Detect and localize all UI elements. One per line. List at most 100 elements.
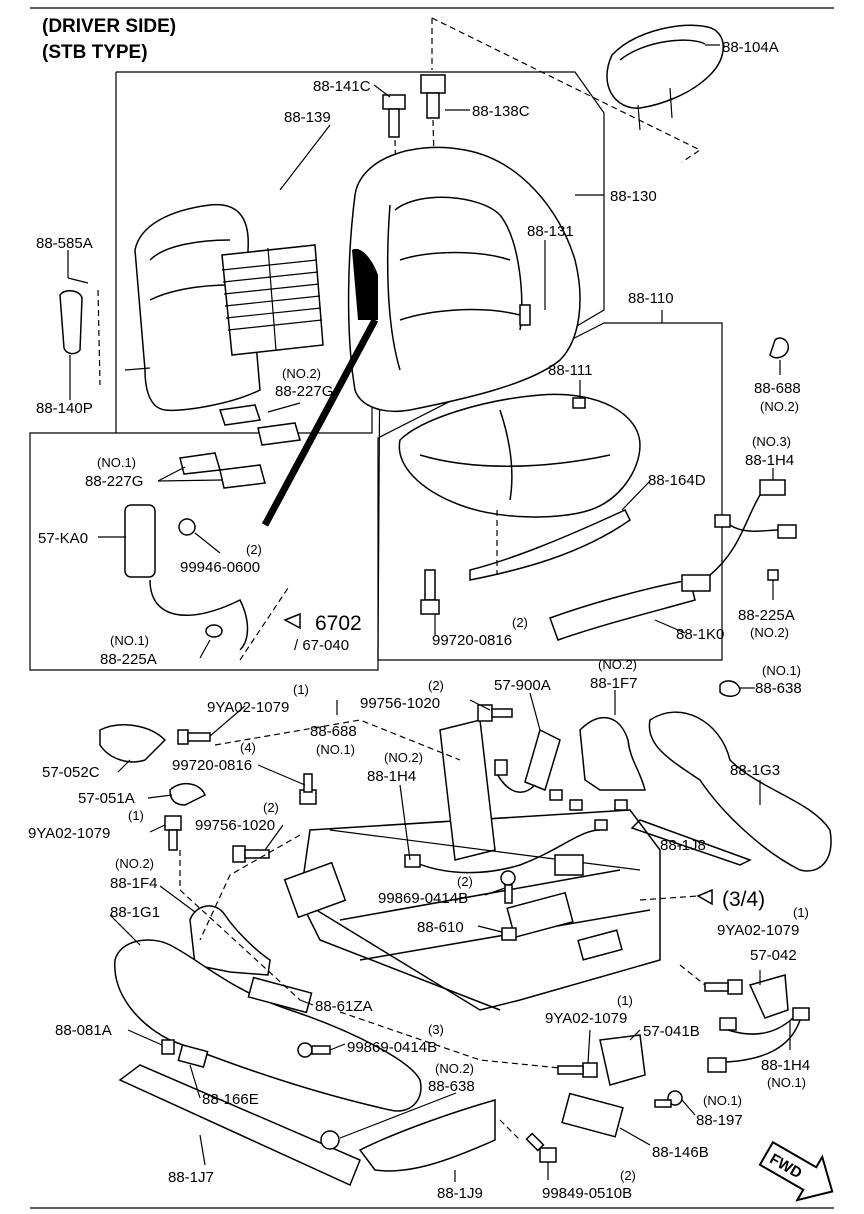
bolt-99756-a: [477, 704, 513, 722]
switch-146b: [561, 1092, 624, 1138]
qty-99756-a: (2): [428, 678, 444, 693]
knob-166e: [177, 1043, 209, 1069]
qualifier-88-1f7: (NO.2): [598, 657, 637, 672]
recliner-knob-140p: [59, 290, 83, 355]
headrest: [606, 24, 724, 131]
diagram-title-type: (STB TYPE): [42, 42, 148, 63]
clip-638-no1: [719, 680, 741, 697]
qty-99869-b: (3): [428, 1022, 444, 1037]
label-57-051a: 57-051A: [78, 790, 135, 807]
part-labels: 88-104A 88-141C 88-138C 88-139 88-130 88…: [28, 39, 810, 1202]
qualifier-88-227g-no2: (NO.2): [282, 366, 321, 381]
label-88-140p: 88-140P: [36, 400, 93, 417]
forward-arrow: FWD: [758, 1140, 834, 1202]
qualifier-88-688-no2: (NO.2): [760, 399, 799, 414]
label-88-1g3: 88-1G3: [730, 762, 780, 779]
qualifier-88-225a-no2: (NO.2): [750, 625, 789, 640]
pad-227g-no2-b: [257, 422, 301, 446]
qty-9ya02-c: (1): [793, 905, 809, 920]
label-99756-1020-b: 99756-1020: [195, 817, 275, 834]
qualifier-88-638-no1: (NO.1): [762, 663, 801, 678]
label-88-227g-no2: 88-227G: [275, 383, 333, 400]
qty-9ya02-b: (1): [128, 808, 144, 823]
label-99849-0510b: 99849-0510B: [542, 1185, 632, 1202]
qualifier-88-688-no1: (NO.1): [316, 742, 355, 757]
label-88-227g-no1: 88-227G: [85, 473, 143, 490]
pad-227g-no2-a: [219, 404, 261, 426]
ref-arrow-3-4: [696, 888, 713, 906]
label-88-1j9: 88-1J9: [437, 1185, 483, 1202]
knob-081a: [161, 1039, 175, 1055]
seat-adjuster-frame: [283, 719, 661, 1011]
label-99756-1020-a: 99756-1020: [360, 695, 440, 712]
label-88-225a-no2: 88-225A: [738, 607, 795, 624]
ref-67-040: / 67-040: [294, 637, 349, 654]
qty-99720-0816: (2): [512, 615, 528, 630]
nut-99946: [178, 518, 196, 536]
wire-harness-1h4-no1: [707, 1007, 810, 1073]
qty-9ya02-d: (1): [617, 993, 633, 1008]
label-99720-0816-b: 99720-0816: [172, 757, 252, 774]
label-57-ka0: 57-KA0: [38, 530, 88, 547]
cushion-pan-164d: [469, 509, 631, 581]
part-88-610: [501, 927, 517, 941]
label-57-042: 57-042: [750, 947, 797, 964]
label-9ya02-1079-d: 9YA02-1079: [545, 1010, 627, 1027]
bolt-99720: [420, 569, 440, 615]
ref-3-4: (3/4): [722, 888, 765, 911]
label-88-166e: 88-166E: [202, 1091, 259, 1108]
qty-9ya02-a: (1): [293, 682, 309, 697]
label-88-1h4-no3: 88-1H4: [745, 452, 794, 469]
label-88-1h4-no2: 88-1H4: [367, 768, 416, 785]
pad-227g-no1-a: [179, 452, 221, 475]
label-57-900a: 57-900A: [494, 677, 551, 694]
label-88-1j8: 88-1J8: [660, 837, 706, 854]
qualifier-88-1h4-no3: (NO.3): [752, 434, 791, 449]
cover-57-052c: [99, 724, 167, 763]
label-88-688-no1: 88-688: [310, 723, 357, 740]
label-88-1j7: 88-1J7: [168, 1169, 214, 1186]
cover-57-051a: [169, 783, 206, 806]
bolt-99756-b: [232, 845, 270, 863]
bolt-9ya02-a: [177, 729, 211, 745]
clip-688-no2: [769, 337, 789, 359]
qty-99869-a: (2): [457, 874, 473, 889]
label-88-1f4: 88-1F4: [110, 875, 158, 892]
wire-harness-1h4-no3: [681, 479, 797, 592]
inner-cover-1j9: [358, 1099, 496, 1172]
qualifier-88-1h4-no1: (NO.1): [767, 1075, 806, 1090]
label-9ya02-1079-a: 9YA02-1079: [207, 699, 289, 716]
label-88-638-no2: 88-638: [428, 1078, 475, 1095]
label-9ya02-1079-c: 9YA02-1079: [717, 922, 799, 939]
seat-cushion: [398, 393, 641, 518]
label-88-104a: 88-104A: [722, 39, 779, 56]
clip-225a-no2: [767, 569, 779, 581]
label-9ya02-1079-b: 9YA02-1079: [28, 825, 110, 842]
label-88-111: 88-111: [548, 362, 592, 379]
side-airbag-module: [124, 504, 249, 651]
screw-99869-b: [297, 1042, 331, 1058]
label-88-638-no1: 88-638: [755, 680, 802, 697]
label-88-1k0: 88-1K0: [676, 626, 724, 643]
headrest-guide-141c: [382, 94, 406, 138]
label-99720-0816: 99720-0816: [432, 632, 512, 649]
bolt-99869-a: [500, 870, 516, 904]
pad-227g-no1-b: [219, 464, 266, 489]
rail-cover-1j7: [118, 1064, 361, 1187]
qualifier-88-227g-no1: (NO.1): [97, 455, 136, 470]
cover-57-041b: [599, 1034, 646, 1086]
label-88-1h4-no1: 88-1H4: [761, 1057, 810, 1074]
qty-99946: (2): [246, 542, 262, 557]
label-88-585a: 88-585A: [36, 235, 93, 252]
label-88-197: 88-197: [696, 1112, 743, 1129]
cushion-group-box: [377, 322, 723, 661]
qualifier-88-1f4: (NO.2): [115, 856, 154, 871]
label-88-1g1: 88-1G1: [110, 904, 160, 921]
seatback-trim: [347, 146, 581, 412]
headrest-guide-138c: [420, 74, 446, 119]
label-88-610: 88-610: [417, 919, 464, 936]
cover-1f7: [579, 716, 646, 791]
clip-225a-no1: [205, 624, 223, 638]
label-99869-0414b-a: 99869-0414B: [378, 890, 468, 907]
ref-6702: 6702: [315, 612, 362, 635]
